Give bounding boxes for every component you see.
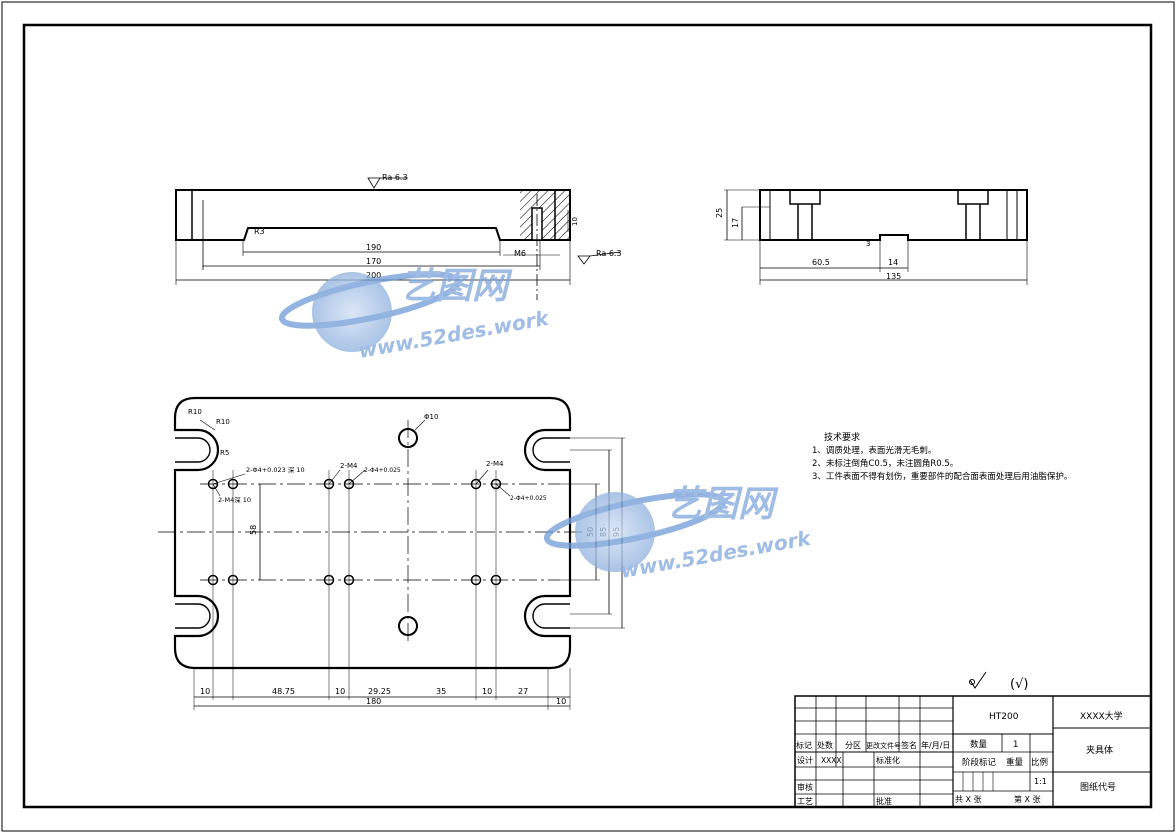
tb-scale-label: 比例 (1031, 757, 1048, 768)
dim-bottom-0: 10 (200, 687, 210, 696)
dim-phi10: Φ10 (424, 413, 438, 421)
front-view (175, 177, 621, 300)
tech-req-title: 技术要求 (824, 431, 860, 443)
tb-weight-label: 重量 (1006, 757, 1024, 768)
tb-count: 处数 (817, 740, 833, 750)
dim-25: 25 (715, 208, 724, 218)
tb-mark: 标记 (796, 740, 812, 750)
dim-200: 200 (366, 271, 381, 280)
tb-review: 审核 (797, 782, 813, 792)
dim-170: 170 (366, 257, 381, 266)
dim-bottom-6: 27 (518, 687, 528, 696)
dim-bottom-3: 29.25 (368, 687, 391, 696)
dim-r5: R5 (220, 449, 229, 457)
roughness-right-label: Ra 6.3 (596, 249, 622, 258)
dim-58: 58 (249, 525, 258, 535)
plan-view (158, 396, 625, 710)
dim-180: 180 (366, 697, 381, 706)
dim-10-right: 10 (556, 697, 566, 706)
tb-drawing-code: 图纸代号 (1080, 781, 1116, 793)
dim-14: 14 (888, 258, 898, 267)
tb-material: HT200 (989, 712, 1019, 722)
tb-part-name: 夹具体 (1086, 744, 1113, 756)
tb-sheets-total: 共 X 张 (955, 795, 982, 804)
tb-quantity: 1 (1013, 740, 1018, 750)
dim-r10-a: R10 (188, 408, 202, 416)
dim-r10-b: R10 (216, 418, 230, 426)
tb-sheet-no: 第 X 张 (1014, 794, 1041, 804)
dim-bottom-4: 35 (436, 687, 446, 696)
title-block (794, 695, 1152, 808)
tb-designer: XXXX (821, 756, 842, 765)
dim-190: 190 (366, 243, 381, 252)
hole-callout-d-label: 2-M4 (486, 460, 504, 468)
tb-quantity-label: 数量 (970, 739, 988, 750)
hole-callout-c: 2-Φ4+0.025 (364, 467, 401, 474)
hole-callout-b: 2-M4深 10 (218, 495, 251, 504)
tb-design: 设计 (797, 755, 813, 765)
tb-stage-label: 阶段标记 (962, 757, 997, 768)
dim-10-vertical: 10 (571, 217, 579, 226)
dim-135: 135 (886, 272, 901, 281)
dim-r3: R3 (254, 227, 265, 236)
hole-callout-c-label: 2-M4 (340, 462, 358, 470)
tech-req-item-1: 1、调质处理，表面光滑无毛刺。 (812, 445, 936, 456)
dim-3: 3 (866, 240, 870, 248)
dim-17: 17 (731, 218, 740, 228)
tb-scale: 1:1 (1034, 777, 1047, 786)
dim-m6: M6 (514, 249, 526, 258)
dim-60-5: 60.5 (812, 258, 830, 267)
tech-req-item-3: 3、工件表面不得有划伤，重要部件的配合面表面处理后用油脂保护。 (812, 471, 1072, 482)
dim-bottom-1: 48.75 (272, 687, 295, 696)
tb-university: XXXX大学 (1080, 710, 1123, 722)
watermark-1-brand: 艺图网 (400, 266, 513, 307)
tech-req-item-2: 2、未标注倒角C0.5，未注圆角R0.5。 (812, 458, 958, 469)
roughness-top-label: Ra 6.3 (382, 173, 408, 182)
hole-callout-d: 2-Φ4+0.025 (510, 495, 547, 502)
tb-area: 分区 (845, 741, 861, 750)
tb-sign: 签名 (901, 740, 917, 750)
watermark-2: 艺图网 www.52des.work (543, 484, 814, 583)
inner-border (22, 23, 1153, 809)
tb-approve: 批准 (876, 796, 892, 806)
roughness-symbol-icon (969, 671, 987, 689)
side-view (724, 189, 1028, 285)
tb-date: 年/月/日 (921, 740, 950, 750)
hole-callout-a: 2-Φ4+0.023 深 10 (246, 465, 305, 474)
roughness-note: (√) (1010, 677, 1028, 692)
tb-process: 工艺 (797, 797, 813, 806)
tb-change-doc: 更改文件号 (866, 741, 901, 750)
dim-bottom-2: 10 (335, 687, 345, 696)
watermark-1: 艺图网 www.52des.work (278, 266, 552, 363)
dim-bottom-5: 10 (482, 687, 492, 696)
tb-standard: 标准化 (876, 755, 900, 765)
watermark-2-brand: 艺图网 (666, 484, 779, 525)
